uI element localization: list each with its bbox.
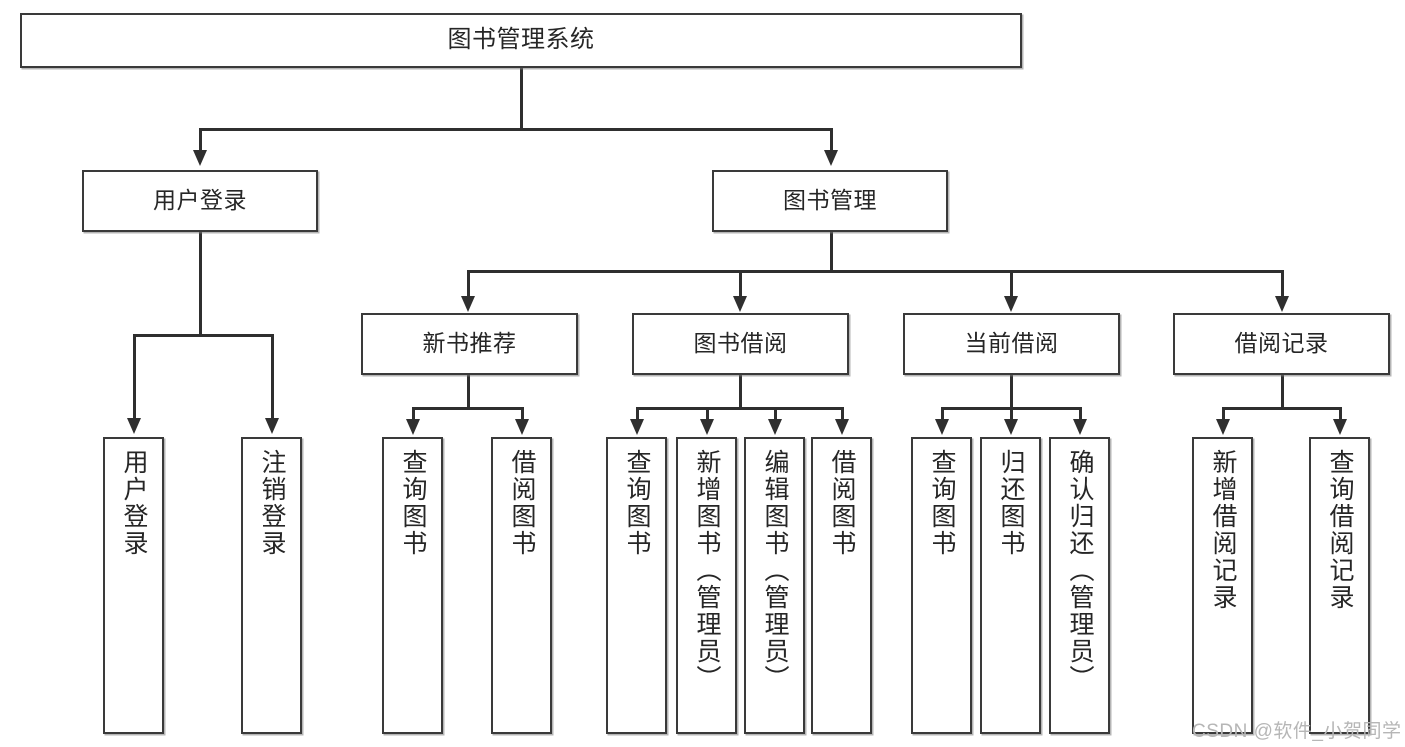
edge-borrow-drop-1 bbox=[636, 407, 639, 421]
arrow-root-to-user bbox=[193, 150, 207, 166]
node-label: 图书管理系统 bbox=[447, 26, 595, 54]
node-label: 借阅图书 bbox=[828, 449, 856, 557]
node-label: 查询图书 bbox=[399, 449, 427, 557]
node-label: 借阅记录 bbox=[1234, 330, 1329, 357]
edge-record-drop-2 bbox=[1339, 407, 1342, 421]
node-label: 归还图书 bbox=[997, 449, 1025, 557]
node-leaf-query-borrow-record[interactable]: 查询借阅记录 bbox=[1309, 437, 1370, 734]
edge-bookmgmt-drop-1 bbox=[467, 270, 470, 298]
node-label: 查询图书 bbox=[928, 449, 956, 557]
arrow-borrow-leaf-2 bbox=[700, 419, 714, 435]
node-leaf-user-logout[interactable]: 注销登录 bbox=[241, 437, 302, 734]
edge-root-to-books bbox=[830, 128, 833, 152]
edge-bookmgmt-drop-4 bbox=[1281, 270, 1284, 298]
node-label: 查询图书 bbox=[623, 449, 651, 557]
edge-bookmgmt-drop-3 bbox=[1010, 270, 1013, 298]
node-label: 新书推荐 bbox=[422, 330, 517, 357]
node-borrow-record[interactable]: 借阅记录 bbox=[1173, 313, 1390, 375]
node-book-management-system[interactable]: 图书管理系统 bbox=[20, 13, 1022, 68]
edge-bookmgmt-drop-2 bbox=[739, 270, 742, 298]
node-label: 注销登录 bbox=[258, 449, 286, 557]
node-user-login[interactable]: 用户登录 bbox=[82, 170, 318, 232]
node-label: 编辑图书（管理员） bbox=[761, 449, 789, 692]
edge-root-bus bbox=[199, 128, 832, 131]
node-new-book-recommend[interactable]: 新书推荐 bbox=[361, 313, 578, 375]
arrow-current-leaf-2 bbox=[1004, 419, 1018, 435]
edge-userlogin-stem bbox=[199, 232, 202, 336]
arrow-bookmgmt-c3 bbox=[1004, 296, 1018, 312]
node-label: 新增借阅记录 bbox=[1209, 449, 1237, 611]
node-label: 查询借阅记录 bbox=[1326, 449, 1354, 611]
edge-userlogin-drop-2 bbox=[271, 334, 274, 420]
edge-record-bus bbox=[1222, 407, 1341, 410]
arrow-current-leaf-1 bbox=[935, 419, 949, 435]
edge-root-stem bbox=[520, 68, 523, 130]
node-leaf-user-login[interactable]: 用户登录 bbox=[103, 437, 164, 734]
edge-newbook-drop-1 bbox=[412, 407, 415, 421]
node-leaf-query-book-2[interactable]: 查询图书 bbox=[606, 437, 667, 734]
edge-newbook-drop-2 bbox=[521, 407, 524, 421]
arrow-borrow-leaf-3 bbox=[768, 419, 782, 435]
edge-bookmgmt-stem bbox=[830, 232, 833, 272]
arrow-root-to-books bbox=[824, 150, 838, 166]
edge-bookmgmt-bus bbox=[467, 270, 1281, 273]
edge-record-drop-1 bbox=[1222, 407, 1225, 421]
node-label: 当前借阅 bbox=[964, 330, 1059, 357]
arrow-userlogin-leaf-2 bbox=[265, 418, 279, 434]
node-book-management[interactable]: 图书管理 bbox=[712, 170, 948, 232]
edge-root-to-user bbox=[199, 128, 202, 152]
edge-borrow-drop-2 bbox=[706, 407, 709, 421]
edge-borrow-stem bbox=[739, 375, 742, 409]
node-leaf-query-book-1[interactable]: 查询图书 bbox=[382, 437, 443, 734]
edge-current-drop-1 bbox=[941, 407, 944, 421]
node-leaf-query-book-3[interactable]: 查询图书 bbox=[911, 437, 972, 734]
arrow-newbook-leaf-1 bbox=[406, 419, 420, 435]
node-leaf-add-borrow-record[interactable]: 新增借阅记录 bbox=[1192, 437, 1253, 734]
arrow-newbook-leaf-2 bbox=[515, 419, 529, 435]
edge-record-stem bbox=[1281, 375, 1284, 409]
arrow-borrow-leaf-4 bbox=[835, 419, 849, 435]
node-leaf-borrow-book-2[interactable]: 借阅图书 bbox=[811, 437, 872, 734]
edge-newbook-bus bbox=[412, 407, 523, 410]
arrow-record-leaf-1 bbox=[1216, 419, 1230, 435]
arrow-bookmgmt-c1 bbox=[461, 296, 475, 312]
node-label: 用户登录 bbox=[153, 187, 247, 214]
edge-userlogin-drop-1 bbox=[133, 334, 136, 420]
node-leaf-return-book[interactable]: 归还图书 bbox=[980, 437, 1041, 734]
node-label: 确认归还（管理员） bbox=[1066, 449, 1094, 692]
node-leaf-edit-book[interactable]: 编辑图书（管理员） bbox=[744, 437, 805, 734]
node-label: 用户登录 bbox=[120, 449, 148, 557]
node-label: 借阅图书 bbox=[508, 449, 536, 557]
arrow-current-leaf-3 bbox=[1073, 419, 1087, 435]
edge-borrow-drop-3 bbox=[774, 407, 777, 421]
node-leaf-add-book[interactable]: 新增图书（管理员） bbox=[676, 437, 737, 734]
node-label: 新增图书（管理员） bbox=[693, 449, 721, 692]
edge-borrow-bus bbox=[636, 407, 842, 410]
node-current-borrow[interactable]: 当前借阅 bbox=[903, 313, 1120, 375]
node-book-borrow[interactable]: 图书借阅 bbox=[632, 313, 849, 375]
arrow-record-leaf-2 bbox=[1333, 419, 1347, 435]
arrow-bookmgmt-c2 bbox=[733, 296, 747, 312]
edge-current-drop-3 bbox=[1079, 407, 1082, 421]
edge-current-stem bbox=[1010, 375, 1013, 409]
node-label: 图书管理 bbox=[783, 187, 877, 214]
edge-newbook-stem bbox=[467, 375, 470, 409]
node-leaf-confirm-return[interactable]: 确认归还（管理员） bbox=[1049, 437, 1110, 734]
arrow-borrow-leaf-1 bbox=[630, 419, 644, 435]
node-label: 图书借阅 bbox=[693, 330, 788, 357]
arrow-userlogin-leaf-1 bbox=[127, 418, 141, 434]
arrow-bookmgmt-c4 bbox=[1275, 296, 1289, 312]
edge-current-drop-2 bbox=[1010, 407, 1013, 421]
edge-userlogin-bus bbox=[133, 334, 273, 337]
edge-borrow-drop-4 bbox=[841, 407, 844, 421]
node-leaf-borrow-book-1[interactable]: 借阅图书 bbox=[491, 437, 552, 734]
